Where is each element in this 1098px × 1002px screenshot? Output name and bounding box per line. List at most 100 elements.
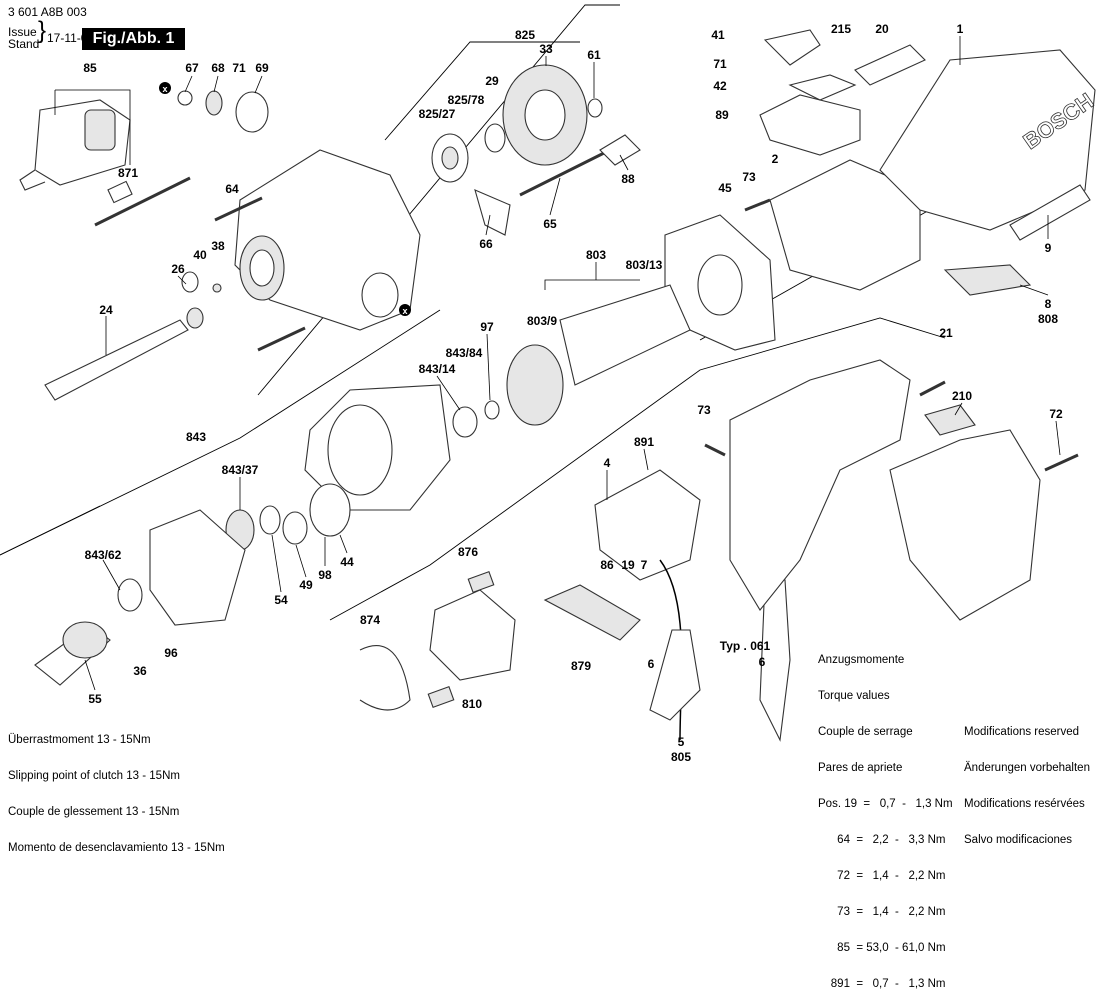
torque-row: 72 = 1,4 - 2,2 Nm xyxy=(818,870,946,882)
part-label: 805 xyxy=(671,750,691,764)
torque-values: Anzugsmomente Torque values Couple de se… xyxy=(818,630,953,1002)
part-label: 33 xyxy=(539,42,553,56)
part-label: 843/62 xyxy=(85,548,122,562)
modifications-line: Änderungen vorbehalten xyxy=(964,762,1090,774)
part-label: 96 xyxy=(164,646,178,660)
part-number: 3 601 A8B 003 xyxy=(8,5,87,19)
svg-text:x: x xyxy=(402,306,407,316)
parts: BOSCH xyxy=(19,29,1098,742)
part-label: 67 xyxy=(185,61,199,75)
part-label: 843/14 xyxy=(419,362,456,376)
issue-label: Issue xyxy=(8,25,37,39)
leader-lines xyxy=(54,36,1061,691)
torque-row: 73 = 1,4 - 2,2 Nm xyxy=(818,906,946,918)
part-label: 879 xyxy=(571,659,591,673)
part-label: 7 xyxy=(641,558,648,572)
part-label: 88 xyxy=(621,172,635,186)
part-label: 73 xyxy=(742,170,756,184)
stand-label: Stand xyxy=(8,37,40,51)
torque-row: 64 = 2,2 - 3,3 Nm xyxy=(818,834,946,846)
brace: } xyxy=(38,17,47,44)
part-label: 825/78 xyxy=(448,93,485,107)
marker-x-icon xyxy=(399,304,411,316)
part-label: 843/84 xyxy=(446,346,483,360)
part-label: 73 xyxy=(697,403,711,417)
part-label: 69 xyxy=(255,61,269,75)
part-label: 2 xyxy=(772,152,779,166)
torque-row: 891 = 0,7 - 1,3 Nm xyxy=(818,978,946,990)
clutch-note-line: Slipping point of clutch 13 - 15Nm xyxy=(8,770,180,782)
part-label: 26 xyxy=(171,262,185,276)
part-label: 29 xyxy=(485,74,499,88)
clutch-note-line: Überrastmoment 13 - 15Nm xyxy=(8,734,151,746)
torque-title: Couple de serrage xyxy=(818,726,913,738)
marker-x-icon xyxy=(159,82,171,94)
part-label: 55 xyxy=(88,692,102,706)
part-label: 803 xyxy=(586,248,606,262)
part-label: 41 xyxy=(711,28,725,42)
part-label: 215 xyxy=(831,22,851,36)
modifications-line: Modifications resérvées xyxy=(964,798,1085,810)
svg-text:x: x xyxy=(162,84,167,94)
torque-row: Pos. 19 = 0,7 - 1,3 Nm xyxy=(818,798,953,810)
modifications-line: Modifications reserved xyxy=(964,726,1080,738)
figure-label: Fig./Abb. 1 xyxy=(82,28,185,50)
part-label: 38 xyxy=(211,239,225,253)
part-label: 21 xyxy=(939,326,953,340)
part-label: 874 xyxy=(360,613,380,627)
part-label: 876 xyxy=(458,545,478,559)
part-label: 61 xyxy=(587,48,601,62)
part-label: 843/37 xyxy=(222,463,259,477)
part-label: 6 xyxy=(759,655,766,669)
part-label: 6 xyxy=(648,657,655,671)
clutch-note-line: Couple de glessement 13 - 15Nm xyxy=(8,806,180,818)
part-label: 24 xyxy=(99,303,113,317)
part-label: 45 xyxy=(718,181,732,195)
part-label: 72 xyxy=(1049,407,1063,421)
group-frames xyxy=(0,4,1001,621)
part-label: 1 xyxy=(957,22,964,36)
part-labels: 85 67 68 71 69 871 64 40 38 26 24 825 33… xyxy=(83,22,1063,764)
part-label: 66 xyxy=(479,237,493,251)
part-label: 44 xyxy=(340,555,354,569)
torque-title: Pares de apriete xyxy=(818,762,903,774)
part-label: 210 xyxy=(952,389,972,403)
part-label: 843 xyxy=(186,430,206,444)
part-label: 9 xyxy=(1045,241,1052,255)
part-label: 19 xyxy=(621,558,635,572)
part-label: 871 xyxy=(118,166,138,180)
exploded-parts-diagram: BOSCH xyxy=(0,4,1098,764)
part-label: 71 xyxy=(713,57,727,71)
part-label: 5 xyxy=(678,735,685,749)
part-label: 98 xyxy=(318,568,332,582)
part-label: 810 xyxy=(462,697,482,711)
part-label: 97 xyxy=(480,320,494,334)
part-label: 803/9 xyxy=(527,314,557,328)
part-label: 64 xyxy=(225,182,239,196)
clutch-note: Überrastmoment 13 - 15Nm Slipping point … xyxy=(8,710,225,866)
part-label: 40 xyxy=(193,248,207,262)
part-label: 86 xyxy=(600,558,614,572)
part-label: 36 xyxy=(133,664,147,678)
part-label: 85 xyxy=(83,61,97,75)
part-label: 68 xyxy=(211,61,225,75)
part-label: 825 xyxy=(515,28,535,42)
part-label: 71 xyxy=(232,61,246,75)
part-label: 891 xyxy=(634,435,654,449)
part-label: 89 xyxy=(715,108,729,122)
torque-row: 85 = 53,0 - 61,0 Nm xyxy=(818,942,946,954)
clutch-note-line: Momento de desenclavamiento 13 - 15Nm xyxy=(8,842,225,854)
torque-title: Torque values xyxy=(818,690,890,702)
part-label: 42 xyxy=(713,79,727,93)
modifications-line: Salvo modificaciones xyxy=(964,834,1073,846)
part-label: 65 xyxy=(543,217,557,231)
part-label: 8 xyxy=(1045,297,1052,311)
part-label: 4 xyxy=(604,456,611,470)
part-label: 49 xyxy=(299,578,313,592)
part-label: 825/27 xyxy=(419,107,456,121)
part-label: 20 xyxy=(875,22,889,36)
part-label: Typ . 061 xyxy=(720,639,771,653)
part-label: 808 xyxy=(1038,312,1058,326)
part-label: 54 xyxy=(274,593,288,607)
torque-title: Anzugsmomente xyxy=(818,654,905,666)
